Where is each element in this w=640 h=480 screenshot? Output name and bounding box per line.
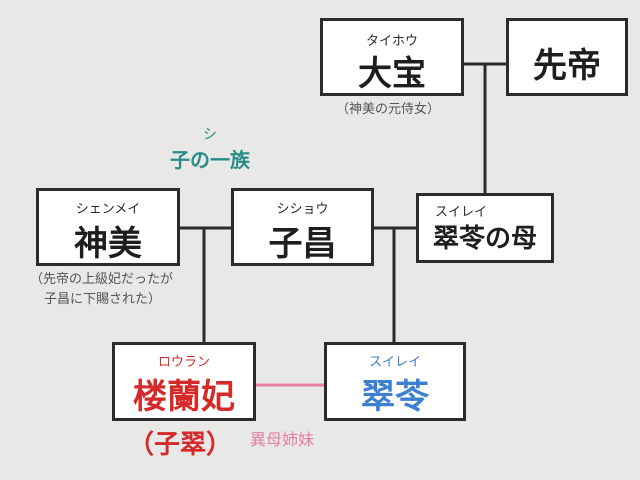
name-suirei-mother: 翠苓の母 (432, 224, 537, 254)
person-box-sentei: 先帝 (506, 18, 628, 96)
note-shinbi-2: 子昌に下賜された） (44, 292, 162, 307)
name-shinbi: 神美 (74, 224, 142, 264)
name-rouran: 楼蘭妃 (133, 377, 235, 417)
ruby-suirei-mother: スイレイ (435, 205, 488, 220)
clan-name: 子の一族 (170, 148, 250, 172)
name-suirei: 翠苓 (361, 377, 429, 417)
ruby-taiho: タイホウ (365, 34, 418, 49)
note-shinbi-1: （先帝の上級妃だったが (30, 272, 174, 287)
clan-label: シ 子の一族 (158, 124, 262, 173)
ruby-suirei: スイレイ (368, 355, 421, 370)
ruby-shinbi: シェンメイ (75, 202, 141, 217)
ruby-shisho: シショウ (276, 202, 329, 217)
person-box-suirei-mother: スイレイ 翠苓の母 (416, 193, 554, 263)
person-box-suirei: スイレイ 翠苓 (324, 342, 466, 421)
person-box-shinbi: シェンメイ 神美 (36, 188, 180, 266)
name-shisho: 子昌 (268, 224, 337, 264)
note-taiho: （神美の元侍女） (336, 102, 441, 117)
person-box-shisho: シショウ 子昌 (231, 188, 374, 266)
person-box-taiho: タイホウ 大宝 (320, 18, 464, 96)
clan-ruby: シ (203, 127, 217, 143)
name-sentei: 先帝 (533, 46, 601, 86)
note-rouran-alias: （子翠） (128, 430, 233, 460)
person-box-rouran: ロウラン 楼蘭妃 (112, 342, 256, 421)
note-half-sisters: 異母姉妹 (250, 430, 315, 449)
name-taiho: 大宝 (358, 54, 426, 94)
ruby-rouran: ロウラン (157, 355, 210, 370)
